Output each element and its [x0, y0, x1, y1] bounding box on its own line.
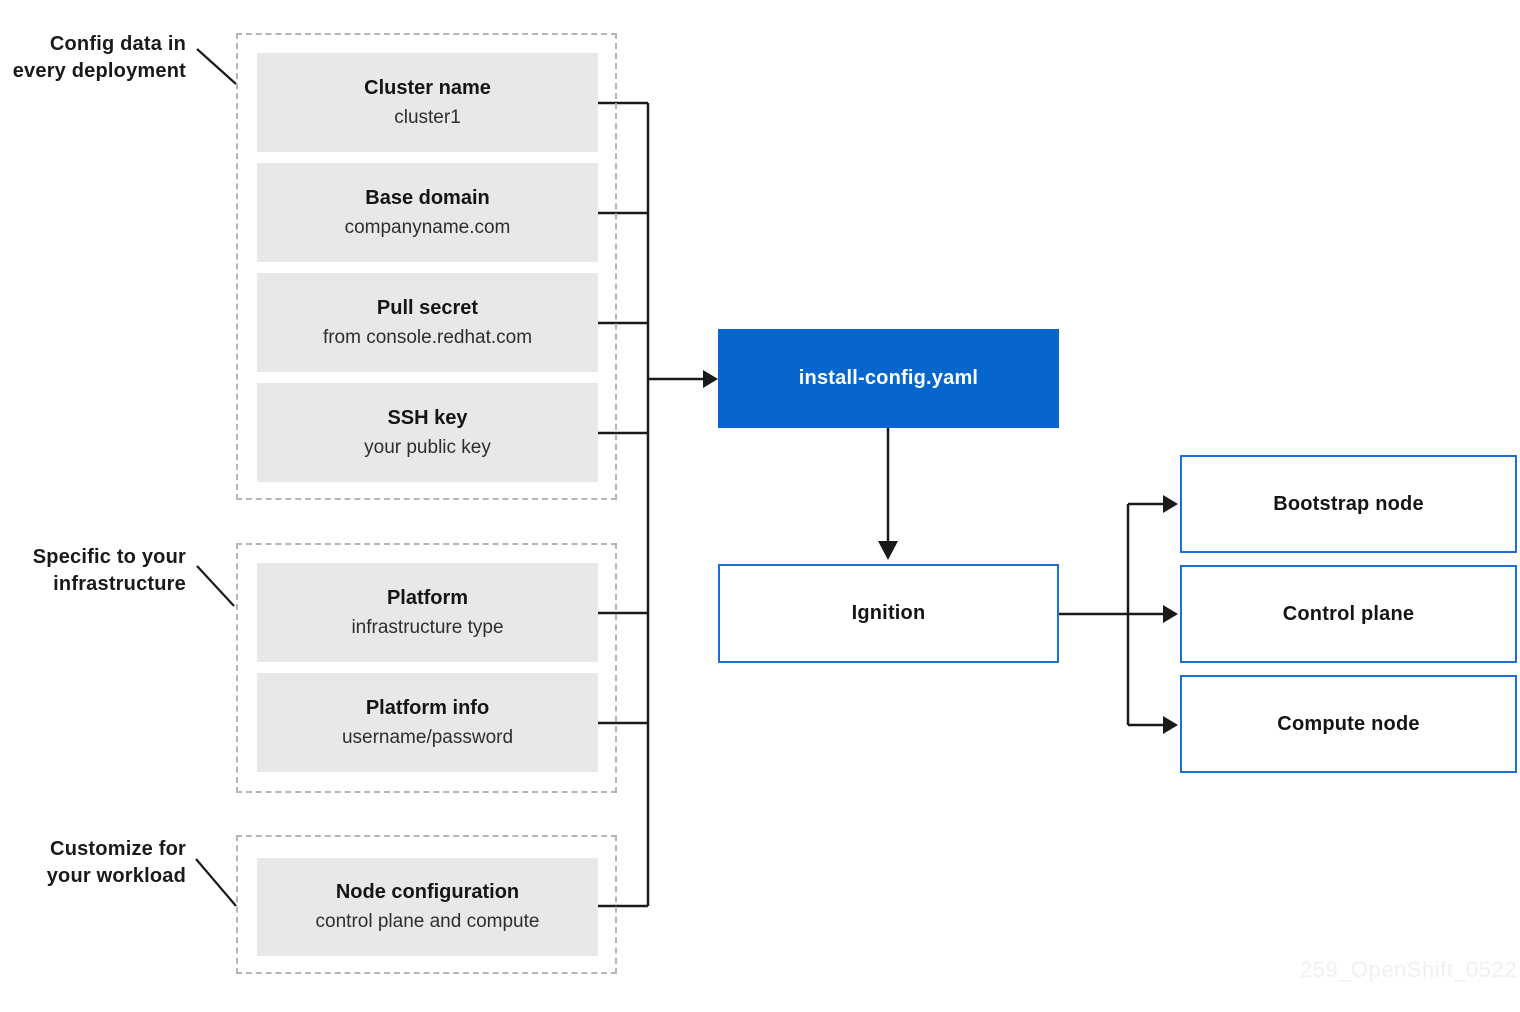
node-control-plane: Control plane [1180, 565, 1517, 663]
group-workload: Node configuration control plane and com… [236, 835, 617, 974]
box-title: SSH key [387, 406, 468, 429]
box-subtitle: companyname.com [344, 216, 511, 238]
arrowhead-ignition [878, 541, 898, 560]
group-config-data: Cluster name cluster1 Base domain compan… [236, 33, 617, 500]
box-title: Base domain [365, 186, 490, 209]
label-workload: Customize for your workload [0, 836, 186, 890]
label-line: Specific to your [32, 546, 186, 568]
label-line: Customize for [50, 838, 186, 860]
box-ssh-key: SSH key your public key [257, 383, 598, 482]
box-base-domain: Base domain companyname.com [257, 163, 598, 262]
box-title: Platform [386, 586, 469, 609]
box-cluster-name: Cluster name cluster1 [257, 53, 598, 152]
box-subtitle: username/password [341, 726, 514, 748]
pointer-workload [195, 858, 237, 907]
label-config-data: Config data in every deployment [0, 31, 186, 85]
box-title: Cluster name [364, 76, 491, 99]
pointer-infrastructure [196, 565, 235, 607]
box-subtitle: cluster1 [394, 106, 461, 128]
box-platform-info: Platform info username/password [257, 673, 598, 772]
box-platform: Platform infrastructure type [257, 563, 598, 662]
node-ignition: Ignition [718, 564, 1059, 663]
pointer-config-data [196, 48, 237, 85]
label-line: every deployment [12, 60, 186, 82]
node-compute: Compute node [1180, 675, 1517, 773]
box-subtitle: infrastructure type [351, 616, 504, 638]
label-line: infrastructure [53, 573, 186, 595]
arrowhead-control-plane [1163, 605, 1178, 623]
arrowhead-bootstrap [1163, 495, 1178, 513]
label-line: your workload [46, 865, 186, 887]
box-subtitle: control plane and compute [315, 911, 540, 932]
node-install-config-yaml: install-config.yaml [718, 329, 1059, 428]
box-title: Node configuration [335, 881, 520, 903]
box-subtitle: your public key [364, 436, 491, 458]
arrowhead-compute [1163, 716, 1178, 734]
group-infrastructure: Platform infrastructure type Platform in… [236, 543, 617, 793]
label-infrastructure: Specific to your infrastructure [0, 544, 186, 598]
box-pull-secret: Pull secret from console.redhat.com [257, 273, 598, 372]
box-title: Platform info [365, 696, 490, 719]
box-node-configuration: Node configuration control plane and com… [257, 858, 598, 956]
node-bootstrap: Bootstrap node [1180, 455, 1517, 553]
label-line: Config data in [49, 33, 186, 55]
watermark-text: 259_OpenShift_0522 [1300, 957, 1517, 982]
arrowhead-install-config [703, 370, 718, 388]
box-title: Pull secret [376, 296, 479, 319]
box-subtitle: from console.redhat.com [322, 326, 533, 348]
